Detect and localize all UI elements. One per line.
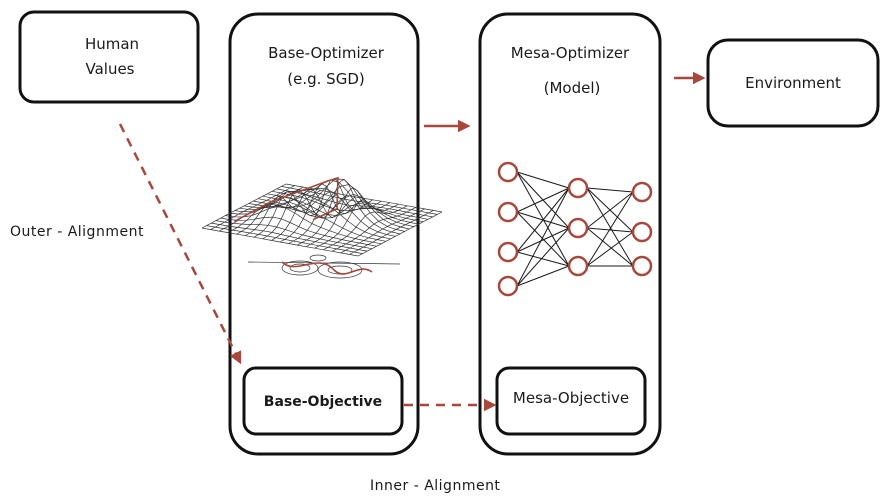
mesa-optimizer-node: Mesa-Optimizer (Model) (478, 12, 662, 456)
human-values-line2: Values (85, 60, 134, 78)
network-neuron (567, 177, 589, 199)
contour-path (281, 261, 373, 275)
environment-node: Environment (706, 38, 880, 128)
mesa-optimizer-line2: (Model) (544, 79, 601, 97)
landscape-mesh-line (206, 225, 363, 254)
landscape-mesh-line (271, 190, 429, 220)
landscape-mesh-line (340, 208, 425, 254)
network-edge (516, 227, 570, 253)
outer-alignment-arrow (118, 123, 242, 365)
landscape-mesh-line (239, 188, 396, 237)
landscape-mesh-line (215, 220, 373, 250)
inner-alignment-label: Inner - Alignment (370, 478, 500, 494)
mesa-optimizer-line1: Mesa-Optimizer (511, 44, 630, 62)
network-neuron (497, 201, 519, 223)
landscape-mesh-line (253, 184, 410, 230)
base-objective-label: Base-Objective (264, 394, 382, 410)
network-neuron (497, 275, 519, 297)
network-edge (586, 227, 634, 267)
landscape-mesh-line (281, 186, 438, 215)
network-neuron (497, 241, 519, 263)
network-edge (586, 231, 634, 267)
network-edge (516, 227, 570, 287)
landscape-mesh-line (211, 222, 368, 252)
network-neuron (631, 221, 653, 243)
contour-ring (289, 263, 311, 273)
landscape-mesh-line (220, 216, 377, 247)
landscape-mesh-line (257, 194, 415, 227)
contour-ring (317, 261, 363, 279)
network-edge (516, 251, 570, 267)
network-neuron (631, 255, 653, 277)
network-neuron (631, 181, 653, 203)
landscape-mesh-line (201, 227, 359, 257)
neural-network-illustration (497, 161, 653, 297)
network-edge (516, 171, 570, 189)
human-values-node: Human Values (18, 10, 200, 104)
network-edge (516, 211, 570, 267)
human-values-line1: Human (85, 35, 139, 53)
network-edge (586, 187, 634, 267)
base-optimizer-line1: Base-Optimizer (268, 44, 385, 62)
network-edge (586, 227, 634, 233)
optimization-path (234, 176, 339, 223)
network-edge (516, 187, 570, 213)
base-optimizer-line2: (e.g. SGD) (287, 70, 364, 88)
environment-label: Environment (745, 74, 841, 92)
network-neuron (567, 217, 589, 239)
mesa-objective-node: Mesa-Objective (495, 366, 647, 436)
base-optimizer-node: Base-Optimizer (e.g. SGD) (228, 12, 420, 456)
loss-landscape-illustration (201, 176, 443, 279)
contour-ring (309, 254, 327, 262)
network-edge (516, 187, 570, 287)
outer-alignment-label: Outer - Alignment (10, 224, 144, 240)
mesa-objective-label: Mesa-Objective (513, 389, 629, 407)
landscape-mesh-line (229, 196, 387, 242)
network-neuron (567, 255, 589, 277)
network-edge (586, 187, 634, 193)
network-edge (516, 187, 570, 253)
network-edge (586, 191, 634, 267)
landscape-mesh-line (225, 206, 382, 245)
network-edge (586, 191, 634, 229)
network-edge (516, 171, 570, 267)
landscape-mesh-line (248, 178, 405, 232)
base-objective-node: Base-Objective (242, 366, 404, 436)
contour-ring (281, 260, 319, 276)
network-neuron (497, 161, 519, 183)
network-edge (516, 265, 570, 287)
landscape-mesh-line (262, 190, 347, 240)
